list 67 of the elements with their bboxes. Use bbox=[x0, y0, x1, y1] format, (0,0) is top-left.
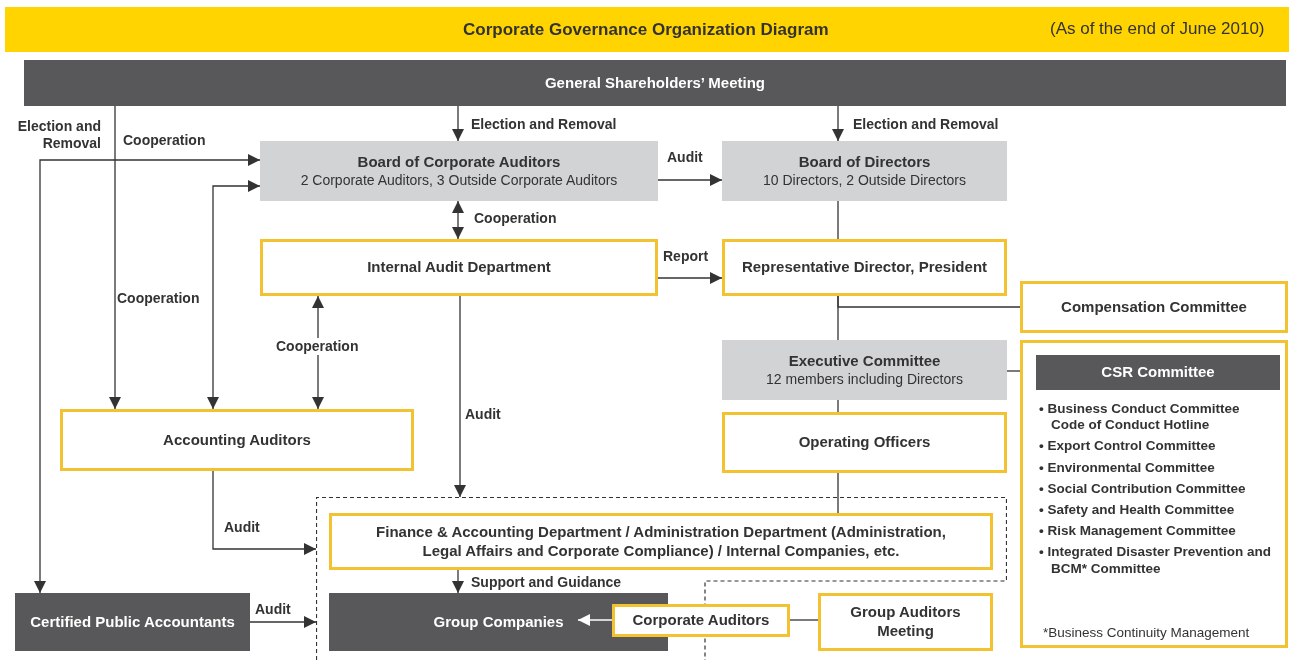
arrow bbox=[454, 295, 466, 498]
meeting-box bbox=[24, 60, 1286, 106]
arrow bbox=[207, 180, 261, 410]
box-subtitle: 2 Corporate Auditors, 3 Outside Corporate Auditors bbox=[300, 171, 618, 190]
diagram-title: Corporate Governance Organization Diagram bbox=[463, 20, 829, 40]
list-item: • Integrated Disaster Prevention and BCM* Committee bbox=[1039, 544, 1273, 577]
list-item: • Safety and Health Committee bbox=[1039, 501, 1236, 519]
committee-box bbox=[1020, 281, 1288, 333]
arrow bbox=[249, 616, 317, 628]
edge-label: Cooperation bbox=[116, 290, 201, 307]
auditor-box bbox=[60, 409, 414, 471]
box-title: CSR Committee bbox=[1101, 363, 1215, 382]
edge-label: Cooperation bbox=[275, 338, 360, 355]
committee-panel bbox=[1020, 340, 1288, 648]
department-box bbox=[329, 513, 993, 570]
arrow bbox=[832, 105, 844, 142]
list-item: • Risk Management Committee bbox=[1039, 523, 1237, 540]
connector-line bbox=[837, 295, 1021, 308]
connector-line bbox=[1006, 370, 1021, 372]
box-title: Board of Corporate Auditors bbox=[357, 152, 561, 172]
connector-line bbox=[837, 200, 839, 240]
edge-label: Cooperation bbox=[122, 132, 207, 149]
box-title: Operating Officers bbox=[798, 433, 931, 452]
box-subtitle: 12 members including Directors bbox=[766, 370, 963, 389]
committee-box bbox=[722, 340, 1007, 400]
board-box bbox=[722, 141, 1007, 201]
officer-box bbox=[722, 239, 1007, 296]
list-item: • Business Conduct Committee Code of Conduct Hotline bbox=[1039, 401, 1241, 434]
arrow bbox=[657, 272, 723, 284]
connector-line bbox=[837, 472, 839, 514]
arrow bbox=[34, 154, 261, 594]
board-box bbox=[260, 141, 658, 201]
box-title: Group Companies bbox=[433, 612, 564, 632]
arrow bbox=[109, 105, 121, 410]
box-title: Internal Audit Department bbox=[367, 258, 551, 277]
box-subtitle: 10 Directors, 2 Outside Directors bbox=[762, 171, 967, 190]
committee-header bbox=[1036, 355, 1280, 390]
arrow bbox=[452, 569, 464, 594]
list-item: • Export Control Committee bbox=[1039, 438, 1217, 455]
footnote: *Business Continuity Management bbox=[1043, 625, 1250, 640]
box-title: Group Auditors Meeting bbox=[849, 603, 962, 641]
edge-label: Cooperation bbox=[473, 210, 558, 227]
arrow bbox=[312, 295, 324, 410]
officer-box bbox=[722, 412, 1007, 473]
arrow bbox=[212, 470, 317, 555]
box-title: Compensation Committee bbox=[1061, 297, 1247, 317]
edge-label: Support and Guidance bbox=[470, 574, 623, 591]
box-title: Representative Director, President bbox=[741, 258, 988, 277]
connector-line bbox=[789, 619, 819, 621]
box-title: Board of Directors bbox=[798, 152, 931, 172]
arrow bbox=[452, 200, 464, 240]
box-title: Executive Committee bbox=[788, 351, 941, 371]
box-title: Corporate Auditors bbox=[632, 611, 770, 630]
box-title: Finance & Accounting Department / Administration Department (Administration, Legal Affairs and Corporate Compliance) / Internal Companies, etc. bbox=[376, 522, 946, 561]
department-box bbox=[260, 239, 658, 296]
box-title: Accounting Auditors bbox=[163, 430, 311, 450]
box-title: Certified Public Accountants bbox=[30, 612, 235, 632]
arrow bbox=[657, 174, 723, 186]
connector-line bbox=[837, 399, 839, 413]
list-item: • Social Contribution Committee bbox=[1039, 480, 1247, 497]
date-note: (As of the end of June 2010) bbox=[1050, 19, 1265, 39]
arrow bbox=[577, 614, 613, 626]
accountant-box bbox=[15, 593, 250, 651]
edge-label: Report bbox=[662, 248, 710, 265]
box-title: General Shareholders’ Meeting bbox=[544, 73, 766, 93]
list-item: • Environmental Committee bbox=[1039, 459, 1216, 476]
arrow bbox=[452, 105, 464, 142]
